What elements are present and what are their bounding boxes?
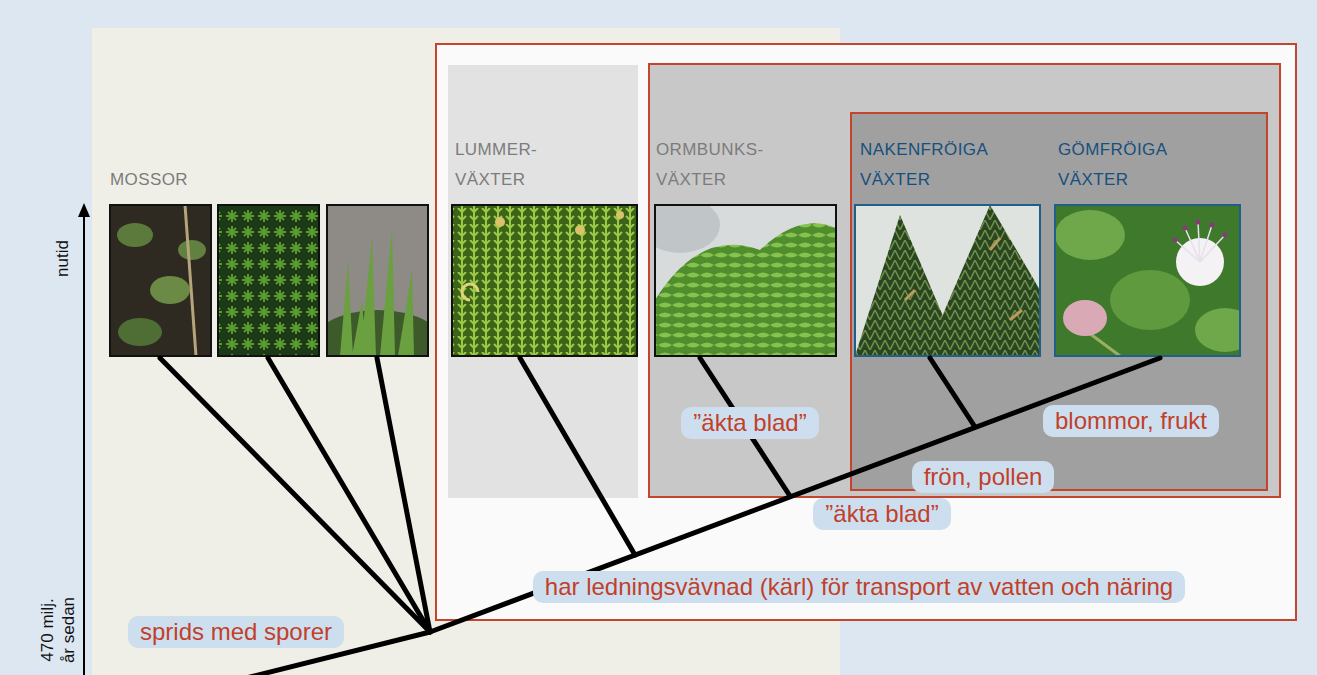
trait-label: blommor, frukt <box>1043 405 1219 437</box>
axis-label: nutid <box>52 240 73 277</box>
group-heading: ORMBUNKS- VÄXTER <box>656 135 764 195</box>
text-holder: ORMBUNKS- VÄXTER <box>656 135 764 195</box>
text-holder: sprids med sporer <box>140 618 332 646</box>
trait-text: har ledningsvävnad (kärl) för transport … <box>533 571 1185 603</box>
trait-text: frön, pollen <box>912 461 1055 493</box>
group-heading: GÖMFRÖIGA VÄXTER <box>1058 135 1166 195</box>
text-holder: 470 milj. år sedan <box>37 590 79 670</box>
trait-text: blommor, frukt <box>1055 407 1207 434</box>
moss-photo <box>218 205 319 356</box>
moss-photo <box>327 205 428 356</box>
trait-label: ”äkta blad” <box>681 407 818 439</box>
pine-photo <box>855 205 1040 356</box>
time-axis <box>78 203 90 675</box>
fern-photo <box>655 205 836 356</box>
photo-frame <box>110 205 836 356</box>
text-holder: har ledningsvävnad (kärl) för transport … <box>533 571 1185 603</box>
group-heading: NAKENFRÖIGA VÄXTER <box>860 135 987 195</box>
text-holder: NAKENFRÖIGA VÄXTER <box>860 135 987 195</box>
text-holder: MOSSOR <box>110 165 188 195</box>
trait-label: sprids med sporer <box>128 616 344 648</box>
trait-text: ”äkta blad” <box>693 409 806 436</box>
group-heading: MOSSOR <box>110 165 188 195</box>
trait-text: ”äkta blad” <box>813 498 950 530</box>
text-holder: LUMMER- VÄXTER <box>455 135 537 195</box>
text-holder: ”äkta blad” <box>693 409 806 437</box>
photo-frame <box>855 205 1240 356</box>
clubmoss-photo <box>452 205 637 356</box>
group-heading: LUMMER- VÄXTER <box>455 135 537 195</box>
text-holder: frön, pollen <box>912 461 1055 493</box>
phylogeny-tree <box>160 358 1160 675</box>
text-holder: GÖMFRÖIGA VÄXTER <box>1058 135 1166 195</box>
trait-text: sprids med sporer <box>140 618 332 645</box>
flower-photo <box>1055 205 1240 356</box>
text-holder: blommor, frukt <box>1055 407 1207 435</box>
moss-photo <box>110 205 211 356</box>
text-holder: ”äkta blad” <box>813 498 950 530</box>
text-holder: nutid <box>52 240 73 277</box>
axis-label: 470 milj. år sedan <box>37 590 79 670</box>
